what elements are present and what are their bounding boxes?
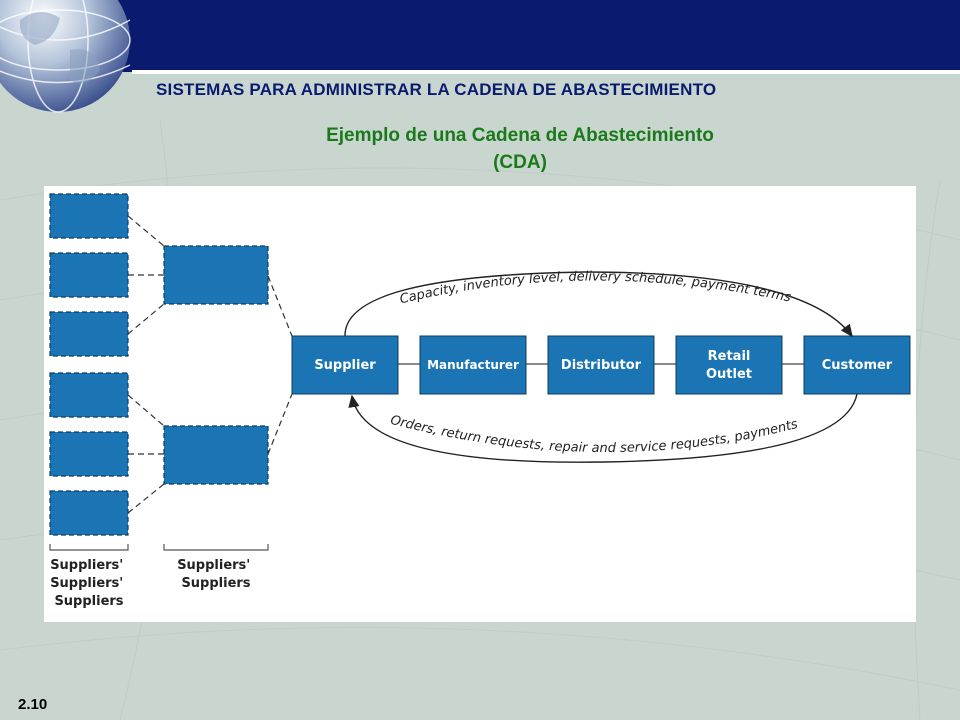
tier2-supplier-box <box>49 372 129 418</box>
tier2-suppliers <box>49 193 129 536</box>
header-divider <box>132 70 960 74</box>
tier1-suppliers <box>163 245 269 485</box>
diagram-panel: Supplier Manufacturer Distributor Retail… <box>44 186 916 622</box>
chain-manufacturer: Manufacturer <box>419 335 527 395</box>
chain-distributor-label: Distributor <box>561 358 642 373</box>
tier2-supplier-box <box>49 431 129 477</box>
chain-supplier: Supplier <box>291 335 399 395</box>
retail-outlet-label-line: Retail <box>708 349 751 364</box>
globe-icon <box>0 0 131 113</box>
section-title: SISTEMAS PARA ADMINISTRAR LA CADENA DE A… <box>156 80 717 99</box>
order-flow-arrow <box>348 393 858 463</box>
tier2-supplier-box <box>49 490 129 536</box>
tier1-supplier-box <box>163 245 269 305</box>
tier2-bracket <box>49 544 129 551</box>
tier2-connectors <box>127 215 165 514</box>
header-bar <box>0 0 960 72</box>
info-flow-arrow <box>344 271 853 338</box>
tier2-label: Suppliers' Suppliers' Suppliers <box>50 558 128 609</box>
slide-title-line1: Ejemplo de una Cadena de Abastecimiento <box>326 125 714 146</box>
tier1-label: Suppliers' Suppliers <box>177 558 255 591</box>
slide-title-line2: (CDA) <box>493 152 547 173</box>
tier2-supplier-box <box>49 311 129 357</box>
tier1-bracket <box>163 544 269 551</box>
chain-manufacturer-label: Manufacturer <box>427 358 519 372</box>
chain-supplier-label: Supplier <box>314 358 376 373</box>
tier2-supplier-box <box>49 252 129 298</box>
tier2-supplier-box <box>49 193 129 239</box>
slide-title: Ejemplo de una Cadena de Abastecimiento … <box>220 122 820 176</box>
chain-customer-label: Customer <box>822 358 893 373</box>
slide-number: 2.10 <box>18 696 48 713</box>
tier1-supplier-box <box>163 425 269 485</box>
chain-customer: Customer <box>803 335 911 395</box>
order-flow-label: Orders, return requests, repair and serv… <box>389 413 800 456</box>
info-flow-label: Capacity, inventory level, delivery sche… <box>398 269 792 307</box>
chain-distributor: Distributor <box>547 335 655 395</box>
retail-outlet-label-line: Outlet <box>706 367 752 382</box>
tier1-connectors <box>267 275 293 455</box>
supply-chain-diagram: Supplier Manufacturer Distributor Retail… <box>49 193 911 609</box>
